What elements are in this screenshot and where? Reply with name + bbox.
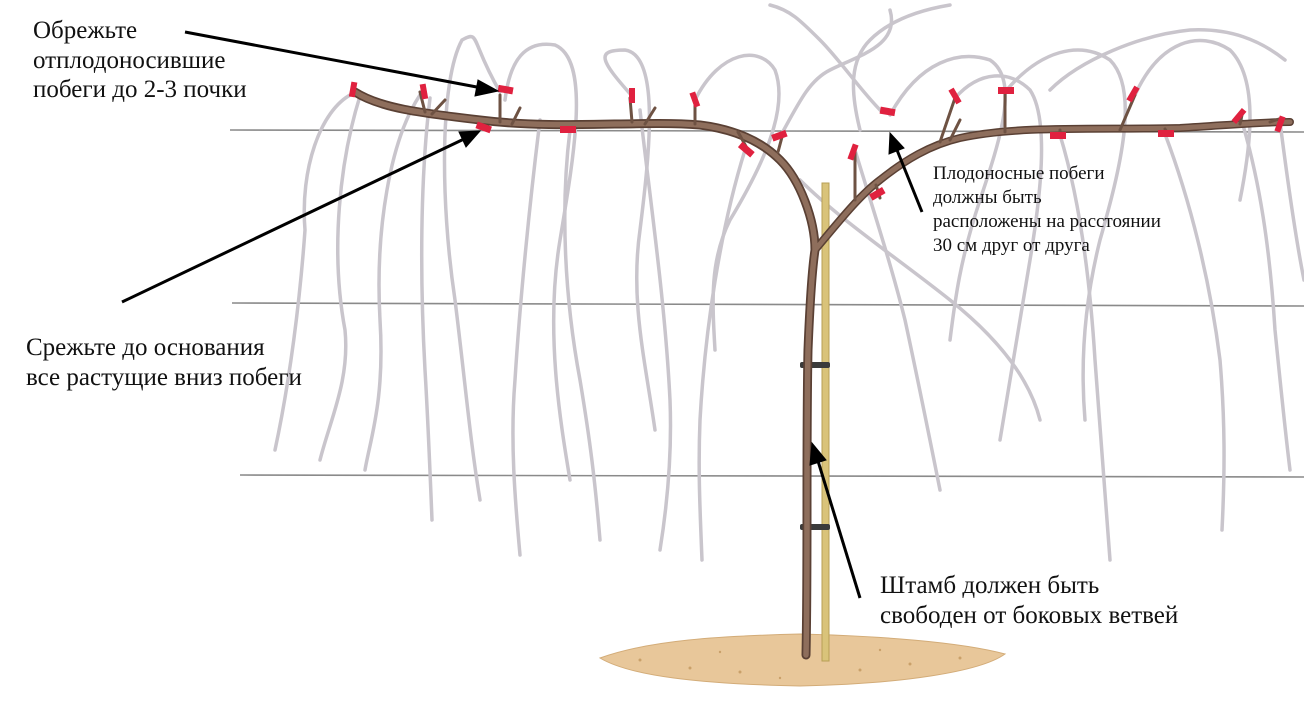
annotation-line: расположены на расстоянии <box>933 211 1161 233</box>
trellis-wire-bottom <box>239 474 1304 478</box>
annotation-line: все растущие вниз побеги <box>26 363 302 391</box>
cut-marks <box>348 81 1286 201</box>
annotation-line: Штамб должен быть <box>880 572 1100 599</box>
arrow-shoot-spacing <box>895 149 924 213</box>
annotation-line: Обрежьте <box>33 17 138 44</box>
arrow-cut-downward <box>121 137 465 304</box>
support-stake <box>821 182 830 662</box>
annotation-line: Плодоносные побеги <box>933 163 1105 184</box>
arrowhead-trunk <box>809 441 827 466</box>
hanging-shoots <box>273 3 1304 562</box>
annotation-line: Срежьте до основания <box>26 334 265 361</box>
annotation-line: должны быть <box>933 187 1042 209</box>
annotation-cut-downward-shoots: Срежьте до основания все растущие вниз п… <box>26 333 302 392</box>
annotation-cut-fruited-shoots: Обрежьте отплодоносившие побеги до 2-3 п… <box>33 16 247 105</box>
trellis-wire-middle <box>231 302 1304 307</box>
arrow-cut-fruited <box>184 30 483 90</box>
arrowhead-cut-downward <box>458 130 482 148</box>
annotation-line: 30 см друг от друга <box>933 235 1090 257</box>
annotation-shoot-spacing: Плодоносные побеги должны быть расположе… <box>933 162 1161 259</box>
annotation-line: свободен от боковых ветвей <box>880 601 1179 629</box>
annotation-line: побеги до 2-3 почки <box>33 76 247 103</box>
soil-mound <box>598 633 1007 687</box>
arrow-trunk <box>816 460 862 599</box>
annotation-line: отплодоносившие <box>33 46 226 74</box>
annotation-trunk-clear: Штамб должен быть свободен от боковых ве… <box>880 571 1178 630</box>
arrowhead-shoot-spacing <box>888 131 905 155</box>
soil-texture <box>638 648 962 680</box>
arrowhead-cut-fruited <box>474 79 500 97</box>
pointer-arrows <box>121 30 924 599</box>
